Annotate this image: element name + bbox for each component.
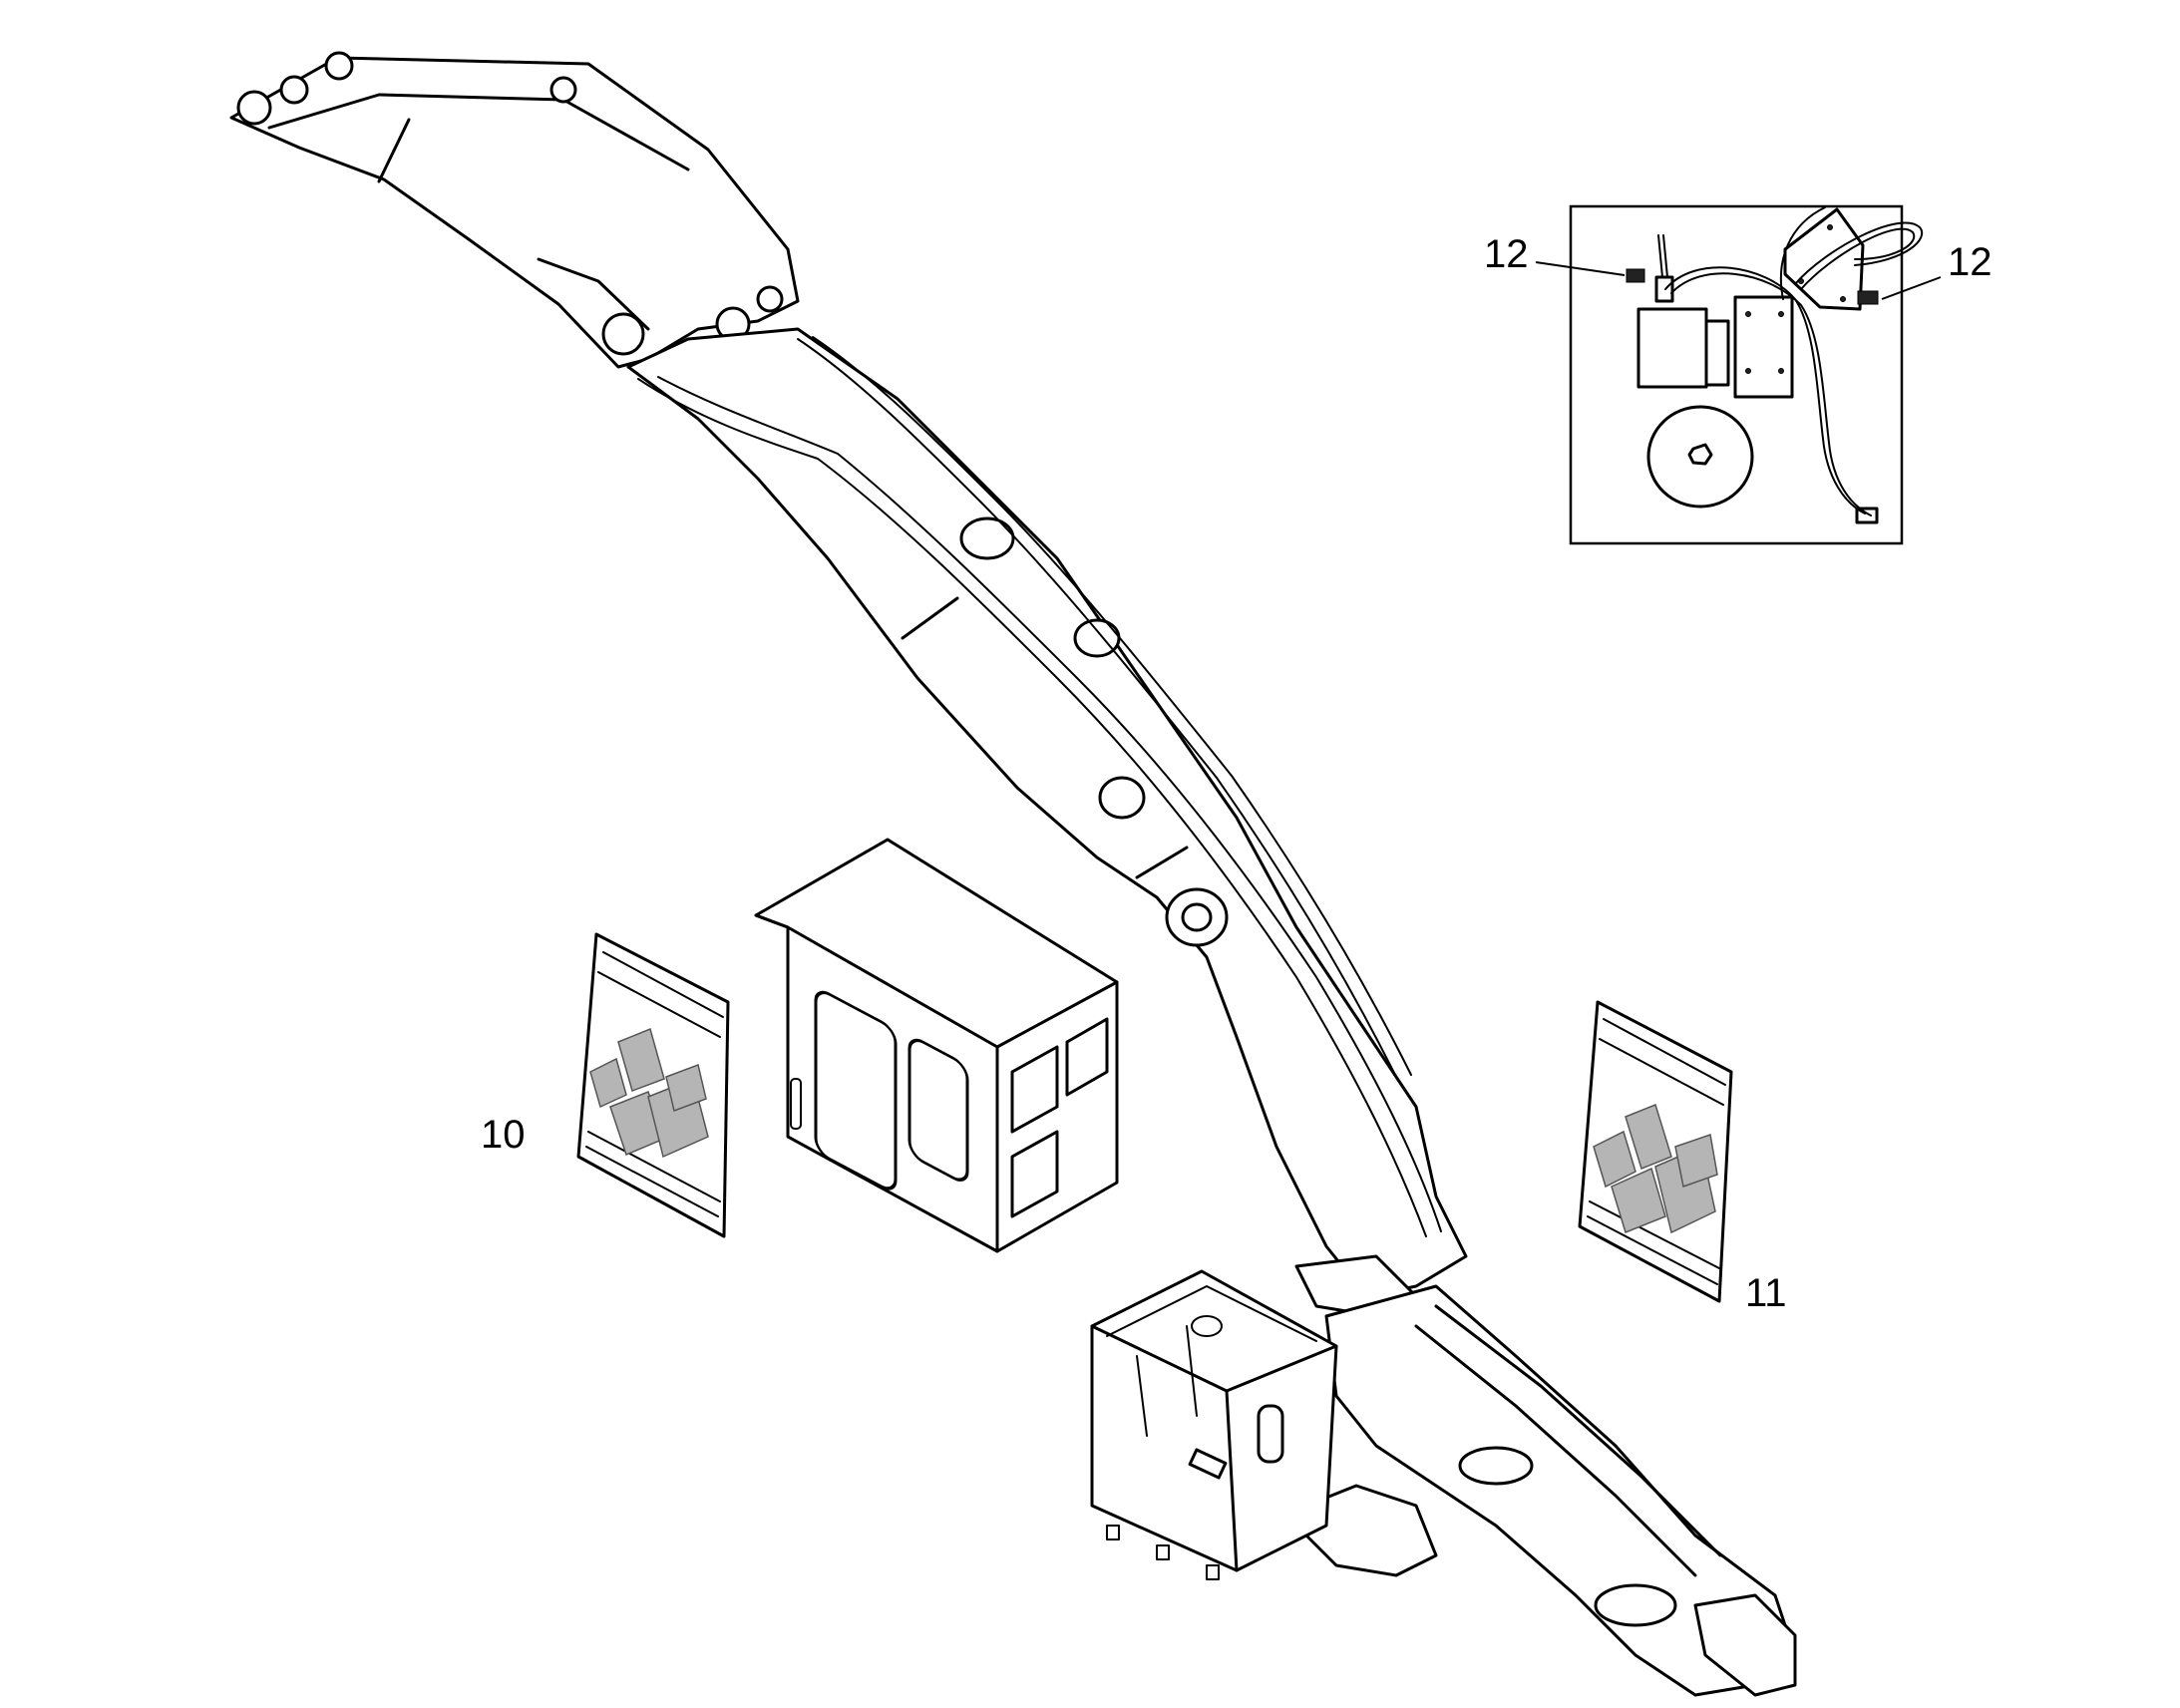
callout-11: 11 xyxy=(1745,1271,1787,1315)
callout-10: 10 xyxy=(481,1113,526,1157)
callout-labels: 10 11 12 12 xyxy=(481,232,1993,1315)
operator-cab xyxy=(754,838,1119,1253)
boom-arm-assembly xyxy=(229,51,1468,1318)
callout-12-right: 12 xyxy=(1948,240,1993,284)
callout-12-left: 12 xyxy=(1484,232,1529,276)
power-pack-module xyxy=(1090,1269,1338,1580)
leader-12-left xyxy=(1535,261,1626,276)
kit-bag-10 xyxy=(576,932,730,1238)
leader-lines xyxy=(1535,261,1942,300)
leader-12-right xyxy=(1881,276,1942,300)
detail-inset xyxy=(1569,204,1923,545)
base-frame xyxy=(1304,1284,1797,1697)
kit-bag-11 xyxy=(1578,1000,1733,1303)
